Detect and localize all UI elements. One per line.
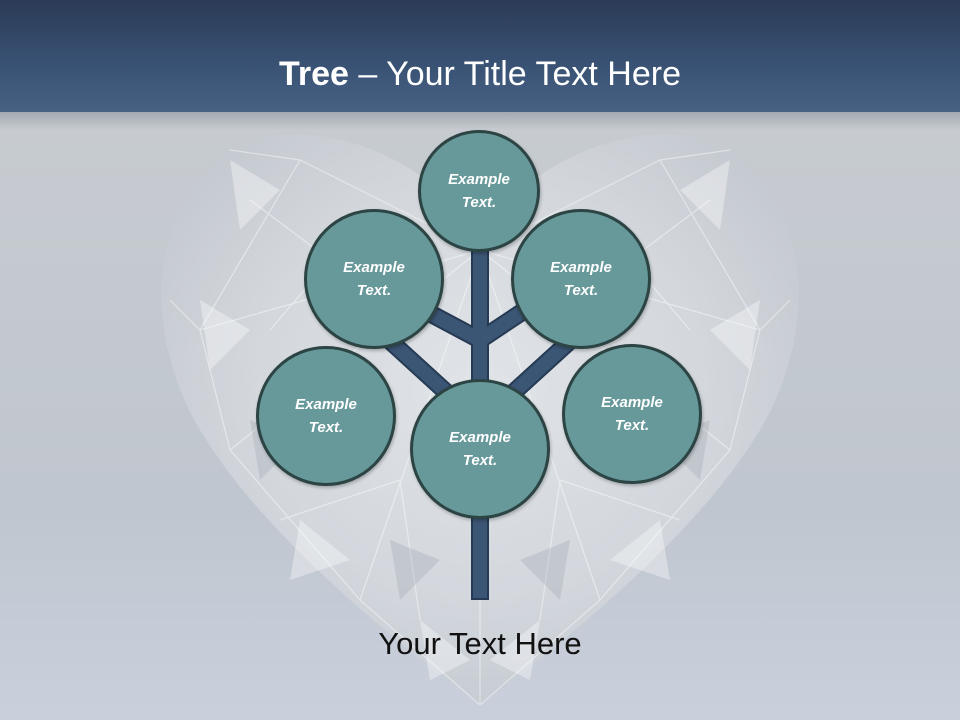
tree-node-lower-left: Example Text. bbox=[256, 346, 396, 486]
tree-node-label: Example Text. bbox=[295, 396, 357, 436]
tree-node-top: Example Text. bbox=[418, 130, 540, 252]
title-rest-part: – Your Title Text Here bbox=[348, 55, 681, 93]
tree-node-upper-right: Example Text. bbox=[511, 209, 651, 349]
tree-node-label: Example Text. bbox=[449, 429, 511, 469]
title-bold-part: Tree bbox=[279, 55, 349, 93]
tree-node-center: Example Text. bbox=[410, 379, 550, 519]
title-bar-shadow bbox=[0, 108, 960, 130]
tree-node-label: Example Text. bbox=[550, 259, 612, 299]
tree-node-lower-right: Example Text. bbox=[562, 344, 702, 484]
tree-node-label: Example Text. bbox=[601, 394, 663, 434]
tree-node-label: Example Text. bbox=[343, 259, 405, 299]
slide-title: Tree – Your Title Text Here bbox=[0, 52, 960, 96]
title-bar bbox=[0, 0, 960, 112]
slide-caption: Your Text Here bbox=[378, 626, 582, 661]
tree-node-label: Example Text. bbox=[448, 171, 510, 211]
tree-node-upper-left: Example Text. bbox=[304, 209, 444, 349]
